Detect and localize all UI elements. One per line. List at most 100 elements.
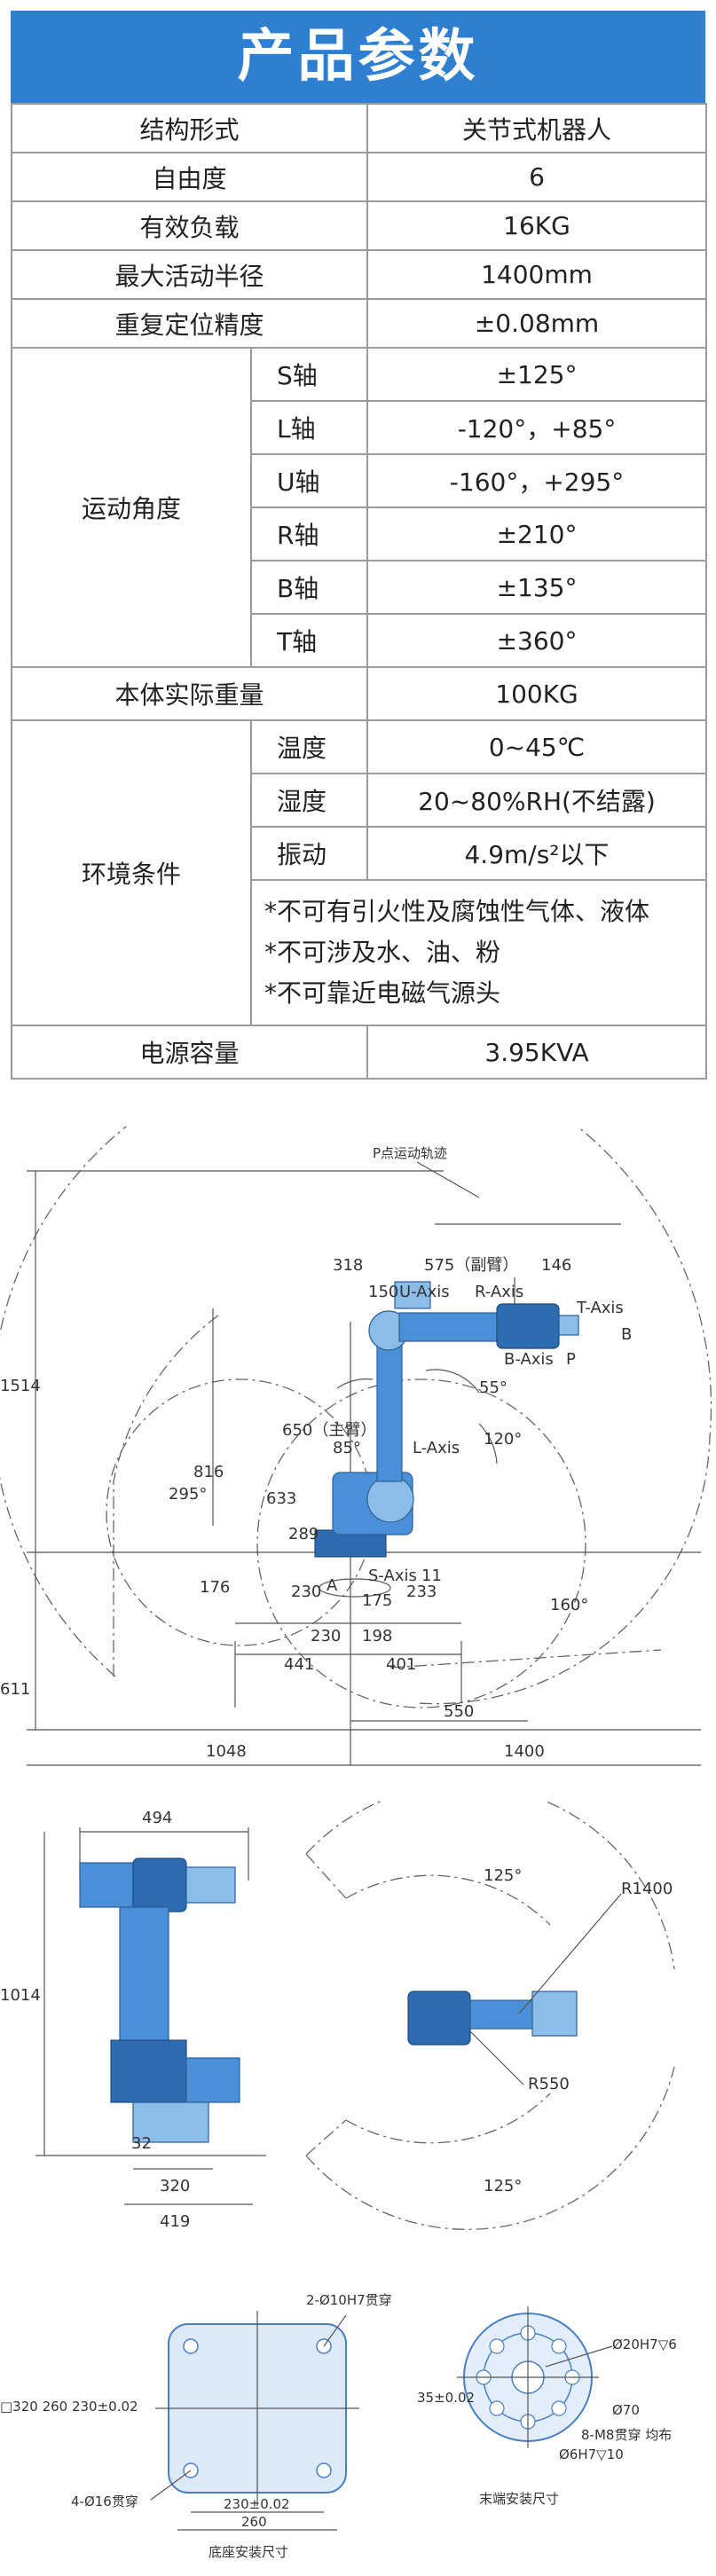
top-base <box>407 1991 471 2046</box>
table-row: 环境条件 温度 0~45℃ <box>11 719 708 1026</box>
top-inner-arc <box>345 1874 551 1926</box>
note-line: *不可靠近电磁气源头 <box>264 978 501 1008</box>
table-row: 湿度 20~80%RH(不结露) <box>12 773 708 828</box>
base-dim-260: 260 <box>241 2514 267 2530</box>
label-r-axis: R-Axis <box>475 1283 523 1301</box>
mounting-drawing: 2-Ø10H7贯穿 □320 260 230±0.02 4-Ø16贯穿 230±… <box>0 2292 677 2560</box>
table-row: 最大活动半径 1400mm <box>10 249 708 300</box>
front-top-view-drawing: 494 1014 32 320 419 R1400 <box>0 1801 675 2231</box>
angle-arc <box>425 1369 480 1394</box>
angle-120: 120° <box>484 1430 522 1449</box>
row-value: 关节式机器人 <box>366 103 708 153</box>
label-b: B <box>621 1325 632 1344</box>
angle-arc <box>478 1423 498 1465</box>
page-title: 产品参数 <box>11 11 705 103</box>
base-left-dim: □320 260 230±0.02 <box>0 2399 138 2415</box>
dim-32: 32 <box>131 2134 152 2153</box>
axis-name: B轴 <box>249 560 369 615</box>
front-base <box>132 2101 209 2143</box>
dim-550: 550 <box>444 1702 474 1721</box>
row-value: 1400mm <box>366 249 708 300</box>
axis-name: T轴 <box>249 613 369 668</box>
robot-front-view <box>79 1857 240 2143</box>
dim-1014: 1014 <box>0 1986 41 2005</box>
front-side-motor <box>185 2057 240 2103</box>
dim-289: 289 <box>288 1525 319 1543</box>
angle-55: 55° <box>479 1378 507 1397</box>
leader-line <box>323 2314 347 2347</box>
env-value: 4.9m/s²以下 <box>366 826 708 881</box>
table-row: R轴 ±210° <box>12 507 708 562</box>
axis-name: L轴 <box>249 400 369 455</box>
s-axis-ellipse <box>319 1578 391 1598</box>
table-row: B轴 ±135° <box>12 560 708 615</box>
front-upper-arm <box>119 1906 169 2050</box>
flange-hole <box>551 2338 567 2354</box>
table-row: 振动 4.9m/s²以下 <box>12 826 708 881</box>
leader-line <box>545 2345 613 2368</box>
base-hole-bottom-label: 4-Ø16贯穿 <box>71 2494 138 2509</box>
axis-value: ±125° <box>366 347 708 402</box>
table-row: *不可有引火性及腐蚀性气体、液体 *不可涉及水、油、粉 *不可靠近电磁气源头 <box>12 879 708 1026</box>
robot-wrist <box>496 1303 560 1349</box>
row-value: ±0.08mm <box>366 298 708 349</box>
robot-upper-arm <box>376 1339 403 1482</box>
row-value: 16KG <box>366 200 708 251</box>
dim-150: 150 <box>368 1283 398 1301</box>
upperarm-label: 650（主臂） <box>282 1421 376 1440</box>
dim-320: 320 <box>160 2177 190 2195</box>
row-label: 电源容量 <box>10 1025 369 1080</box>
label-b-axis: B-Axis <box>504 1350 554 1369</box>
robot-motor <box>394 1281 431 1309</box>
row-label: 结构形式 <box>10 103 369 153</box>
label-l-axis: L-Axis <box>413 1439 460 1457</box>
dim-230b: 230 <box>311 1627 341 1645</box>
table-row: T轴 ±360° <box>12 613 708 668</box>
motion-label: 运动角度 <box>11 347 252 668</box>
angle-top: 125° <box>484 1866 522 1885</box>
front-wrist <box>132 1857 187 1912</box>
env-name: 温度 <box>249 719 369 774</box>
angle-160: 160° <box>550 1596 588 1614</box>
row-label: 最大活动半径 <box>10 249 369 300</box>
leader-line <box>416 1161 480 1198</box>
dim-175: 175 <box>362 1591 392 1610</box>
top-outer-arc <box>305 2066 675 2230</box>
axis-value: -120°，+85° <box>366 400 708 455</box>
dim-419: 419 <box>160 2212 190 2231</box>
flange-d35: 35±0.02 <box>417 2390 475 2406</box>
trajectory-label: P点运动轨迹 <box>373 1145 447 1161</box>
dim-230a: 230 <box>291 1583 321 1601</box>
working-range-drawing: P点运动轨迹 318 575（副臂） 146 150 U-Axis R-Axis… <box>0 1127 712 1766</box>
row-label: 有效负载 <box>10 200 369 251</box>
flange-m8: 8-M8贯穿 均布 <box>581 2427 672 2443</box>
axis-value: ±210° <box>366 507 708 562</box>
robot-joint-s <box>366 1475 414 1523</box>
environment-notes: *不可有引火性及腐蚀性气体、液体 *不可涉及水、油、粉 *不可靠近电磁气源头 <box>249 879 708 1026</box>
table-row: 结构形式 关节式机器人 <box>10 103 708 153</box>
base-hole-top-label: 2-Ø10H7贯穿 <box>306 2292 392 2308</box>
robot-top-view <box>407 1991 578 2046</box>
base-hole <box>316 2462 332 2478</box>
env-name: 振动 <box>249 826 369 881</box>
dim-233: 233 <box>406 1583 437 1601</box>
r1400-label: R1400 <box>621 1880 673 1898</box>
top-edge <box>305 1853 347 1899</box>
leader-line <box>518 1893 622 2014</box>
flange-caption: 末端安装尺寸 <box>479 2491 559 2507</box>
trajectory-left-arc <box>113 1312 223 1677</box>
flange-hole <box>551 2400 567 2416</box>
axis-value: ±360° <box>366 613 708 668</box>
label-u-axis: U-Axis <box>399 1283 450 1301</box>
table-row: 电源容量 3.95KVA <box>10 1025 708 1080</box>
forearm-label: 575（副臂） <box>424 1256 518 1275</box>
dim-1400: 1400 <box>504 1742 545 1761</box>
table-row: L轴 -120°，+85° <box>12 400 708 455</box>
row-value: 6 <box>366 152 708 202</box>
top-edge <box>305 2119 347 2156</box>
top-outer-arc <box>305 1801 675 1970</box>
row-value: 100KG <box>366 666 708 721</box>
table-row: 运动角度 S轴 ±125° <box>11 347 708 668</box>
label-t-axis: T-Axis <box>576 1299 624 1317</box>
base-caption: 底座安装尺寸 <box>209 2544 288 2560</box>
